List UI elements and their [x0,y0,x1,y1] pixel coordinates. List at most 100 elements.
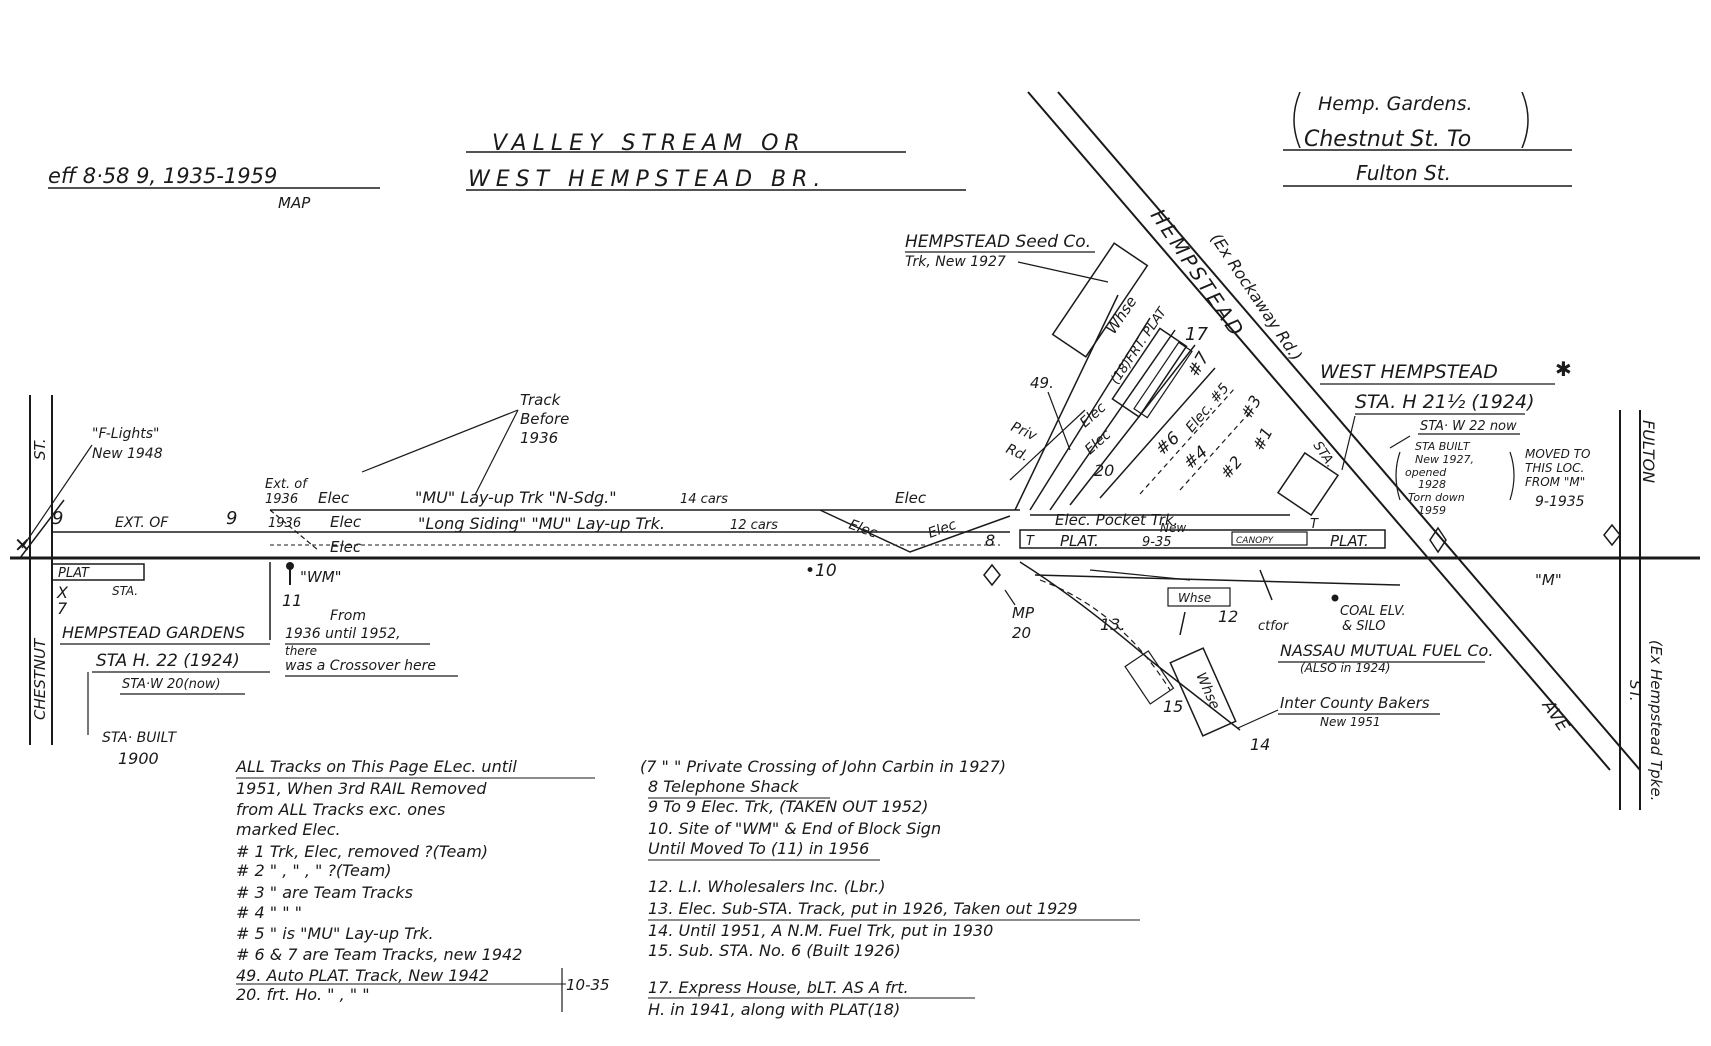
seed-co-1: HEMPSTEAD Seed Co. [905,232,1091,252]
num-17: 17 [1185,324,1208,345]
note-left-6: # 2 " , " , " ?(Team) [236,861,391,880]
long-siding-label: "Long Siding" "MU" Lay-up Trk. [418,514,665,533]
range-line-3: Fulton St. [1356,161,1451,185]
substation-15 [1124,650,1175,705]
built-4: 1928 [1418,478,1446,491]
title-line-2: WEST HEMPSTEAD BR. [468,167,826,192]
note-left-date: 10-35 [566,976,610,994]
new-935-1: New [1160,521,1186,535]
mp-marker [983,563,1001,587]
ex-hempstead-st-label: ST. [1626,680,1644,702]
track-1: #1 [1249,424,1277,454]
note-right-5: Until Moved To (11) in 1956 [648,839,869,858]
track-before-2: Before [520,410,569,428]
num-8: 8 [985,531,995,550]
new-935-2: 9-35 [1142,535,1172,550]
note-left-3: from ALL Tracks exc. ones [236,800,445,819]
freight-house [1111,327,1188,418]
note-left-2: 1951, When 3rd RAIL Removed [236,779,487,798]
from-1: From [330,608,366,624]
note-left-10: # 6 & 7 are Team Tracks, new 1942 [236,945,522,964]
note-left-7: # 3 " are Team Tracks [236,883,413,902]
hg-platform [51,563,145,581]
west-hempstead-now: STA· W 22 now [1420,419,1517,434]
flights-1: "F-Lights" [92,426,159,442]
range-line-1: Hemp. Gardens. [1318,93,1473,115]
num-9-a: 9 [52,508,63,529]
south-spurs [1019,561,1401,731]
year-1936: 1936 [268,516,301,531]
note-right-3: 9 To 9 Elec. Trk, (TAKEN OUT 1952) [648,797,928,816]
ext-of-1936-a: Ext. of [265,477,309,492]
track-2: #2 [1217,452,1247,482]
note-left-12: 20. frt. Ho. " , " " [236,985,370,1004]
num-12: 12 [1218,607,1238,626]
hg-station-now: STA·W 20(now) [122,677,221,692]
elec-d: Elec [847,517,880,542]
moved-2: THIS LOC. [1525,461,1584,475]
note-right-6: 12. L.I. Wholesalers Inc. (Lbr.) [648,877,885,896]
chestnut-crossing-x: ✕ [14,533,31,557]
built-5: Torn down [1408,491,1465,504]
west-hempstead-title: WEST HEMPSTEAD [1320,361,1498,383]
note-right-4: 10. Site of "WM" & End of Block Sign [648,819,941,838]
sta-built-2: 1900 [118,749,159,768]
from-3: there [285,644,317,658]
note-right-8: 14. Until 1951, A N.M. Fuel Trk, put in … [648,921,993,940]
station-building [1276,451,1340,517]
ext-of-1936-b: 1936 [265,492,298,507]
num-13: 13. [1100,615,1125,634]
pocket-track-label: Elec. Pocket Trk. [1055,511,1178,529]
freight-platform [1133,341,1193,419]
bakers-whse [1169,647,1237,737]
note-right-7: 13. Elec. Sub-STA. Track, put in 1926, T… [648,899,1078,918]
whse-2: Whse [1178,591,1211,605]
num-9-b: 9 [226,508,237,529]
note-left-4: marked Elec. [236,820,341,839]
wholesalers-whse [1167,587,1231,607]
t-small-1: T [1026,534,1035,549]
station-label: STA. [1310,439,1338,471]
coal-2: & SILO [1342,619,1385,634]
note-left-5: # 1 Trk, Elec, removed ?(Team) [236,842,488,861]
map-label: MAP [278,194,311,212]
hg-station: STA H. 22 (1924) [96,651,240,671]
coal-elevator [1331,594,1339,602]
built-2: New 1927, [1415,453,1474,466]
built-3: opened [1405,466,1447,479]
elec-b: Elec [895,489,927,507]
note-left-11: 49. Auto PLAT. Track, New 1942 [236,966,489,985]
marker-diamond-2 [1603,523,1621,547]
sta-small: STA. [112,584,138,598]
track-before-1: Track [520,391,562,409]
west-hempstead-station: STA. H 21½ (1924) [1355,391,1535,413]
platform-label: PLAT. [1060,532,1099,550]
ext-of: EXT. OF [115,515,169,531]
ave-label: AVE [1537,696,1573,736]
num-11: 11 [282,591,302,610]
chestnut-label: CHESTNUT [31,637,49,720]
canopy-label: CANOPY [1236,536,1275,546]
from-2: 1936 until 1952, [285,626,401,642]
hg-title: HEMPSTEAD GARDENS [62,623,245,642]
flights-2: New 1948 [92,446,163,462]
priv: Priv [1008,419,1039,445]
elec-c: Elec [330,513,362,531]
note-right-1: (7 " " Private Crossing of John Carbin i… [640,757,1006,776]
platform-2-label: PLAT. [1330,532,1369,550]
notes-left: ALL Tracks on This Page ELec. until 1951… [235,757,610,1012]
seed-co-warehouse [1051,242,1149,358]
range-line-2: Chestnut St. To [1304,127,1471,152]
m-label: "M" [1535,571,1562,589]
track-4: #4 [1180,442,1212,474]
rd: Rd. [1003,441,1031,465]
track-before-3: 1936 [520,429,558,447]
mp-label: MP [1012,604,1035,622]
fulton-label: FULTON [1639,420,1658,483]
elec-a: Elec [318,489,350,507]
team-tracks [1009,294,1251,511]
coal-1: COAL ELV. [1340,604,1406,619]
elec-e: Elec [926,517,959,542]
intercounty: Inter County Bakers [1280,694,1430,712]
